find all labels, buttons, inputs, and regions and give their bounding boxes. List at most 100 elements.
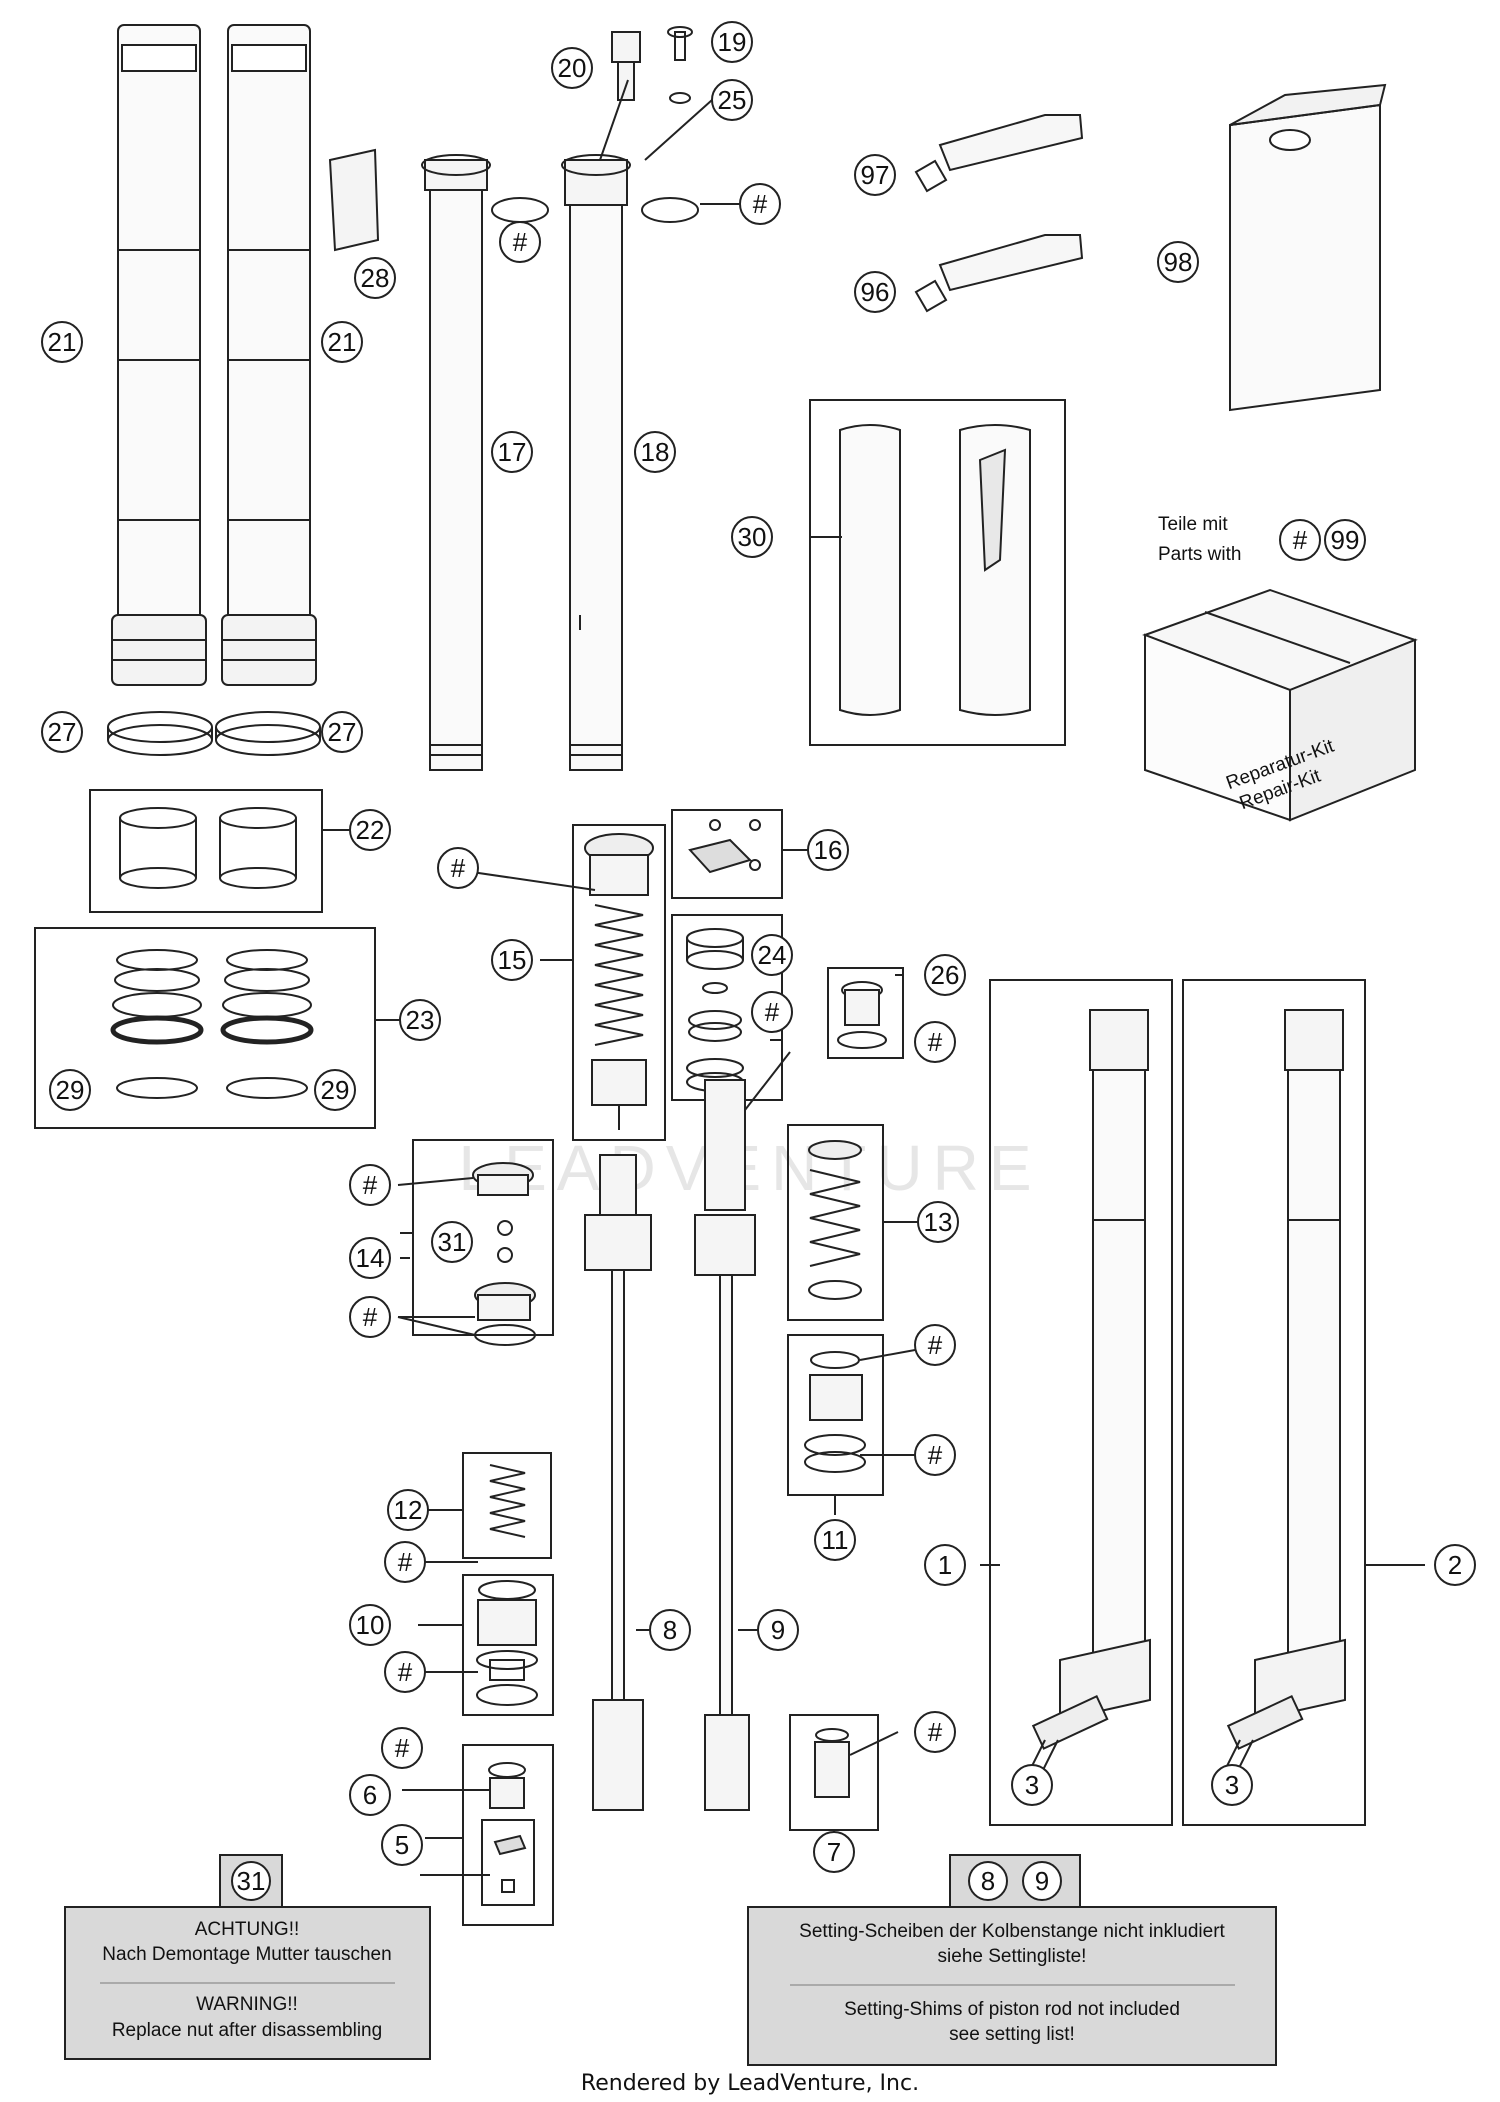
svg-text:#: # [363, 1170, 378, 1200]
kit-box-15 [572, 824, 666, 1141]
guide-ring-27-right [215, 711, 321, 756]
callout-hash-11-top: # [914, 1324, 956, 1366]
callout-97: 97 [854, 154, 896, 196]
damper-15 [584, 833, 654, 1130]
o-ring-17 [491, 197, 549, 223]
valve-26 [837, 981, 887, 1049]
oil-can-98 [1229, 83, 1387, 412]
callout-20: 20 [551, 47, 593, 89]
callout-29-right: 29 [314, 1069, 356, 1111]
callout-hash-15: # [437, 847, 479, 889]
note-left-de-title: ACHTUNG!! [195, 1919, 300, 1940]
callout-30: 30 [731, 516, 773, 558]
fork-leg-2 [1214, 1009, 1346, 1791]
svg-text:#: # [753, 189, 768, 219]
callout-22: 22 [349, 809, 391, 851]
nut-5 [493, 1834, 527, 1893]
callout-3-left: 3 [1011, 1764, 1053, 1806]
valve-10 [476, 1580, 538, 1706]
svg-text:11: 11 [822, 1525, 849, 1555]
seal-stack-23-left [110, 949, 204, 1099]
fork-protector-30 [839, 424, 1031, 716]
callout-1: 1 [924, 1544, 966, 1586]
callout-25: 25 [711, 79, 753, 121]
note-right: 8 9 Setting-Scheiben der Kolbenstange ni… [747, 1854, 1277, 2066]
svg-text:9: 9 [771, 1615, 785, 1645]
svg-text:21: 21 [328, 327, 357, 357]
svg-text:24: 24 [758, 940, 787, 970]
callout-12: 12 [387, 1489, 429, 1531]
svg-text:10: 10 [356, 1610, 385, 1640]
note-left-en-text: Replace nut after disassembling [112, 2020, 382, 2041]
svg-text:99: 99 [1331, 525, 1360, 555]
callout-98: 98 [1157, 241, 1199, 283]
valve-20 [611, 31, 641, 101]
svg-text:#: # [363, 1302, 378, 1332]
note-left: 31 ACHTUNG!! Nach Demontage Mutter tausc… [64, 1854, 431, 2060]
callout-14: 14 [349, 1237, 391, 1279]
kit-legend-line2: Parts with [1158, 544, 1241, 565]
repair-kit-box [1142, 588, 1418, 822]
kit-box-5 [481, 1819, 535, 1906]
spring-12 [489, 1464, 526, 1538]
callout-15: 15 [491, 939, 533, 981]
damping-rod-9 [694, 1079, 756, 1811]
svg-text:#: # [398, 1657, 413, 1687]
note-left-en-title: WARNING!! [196, 1994, 298, 2015]
bushing-22-right [219, 807, 297, 889]
kit-box-30 [809, 399, 1066, 746]
kit-legend-line1: Teile mit [1158, 514, 1228, 535]
callout-hash-24: # [751, 991, 793, 1033]
svg-text:29: 29 [56, 1075, 85, 1105]
svg-text:#: # [513, 227, 528, 257]
note-right-de-line1: Setting-Scheiben der Kolbenstange nicht … [799, 1921, 1225, 1942]
callout-hash-6: # [381, 1727, 423, 1769]
svg-text:27: 27 [48, 717, 77, 747]
washer-25 [669, 92, 691, 104]
callout-hash-26: # [914, 1021, 956, 1063]
spring-13 [808, 1140, 862, 1300]
callout-hash-legend: # [1279, 519, 1321, 561]
svg-text:30: 30 [738, 522, 767, 552]
o-ring-18 [641, 197, 699, 223]
seal-kit-24 [686, 928, 744, 1092]
callout-5: 5 [381, 1824, 423, 1866]
callout-21-right: 21 [321, 321, 363, 363]
callout-hash-7: # [914, 1711, 956, 1753]
svg-text:15: 15 [498, 945, 527, 975]
callout-18: 18 [634, 431, 676, 473]
footer-credit: Rendered by LeadVenture, Inc. [581, 2071, 919, 2096]
callout-hash-10-top: # [384, 1541, 426, 1583]
guide-ring-27-left [107, 711, 213, 756]
svg-text:2: 2 [1448, 1550, 1462, 1580]
svg-text:29: 29 [321, 1075, 350, 1105]
callout-2: 2 [1434, 1544, 1476, 1586]
kit-box-14 [412, 1139, 554, 1336]
callout-3-right: 3 [1211, 1764, 1253, 1806]
callout-26: 26 [924, 954, 966, 996]
callout-28: 28 [354, 257, 396, 299]
kit-box-16 [671, 809, 783, 899]
bushing-22-left [119, 807, 197, 889]
callout-hash-10-bottom: # [384, 1651, 426, 1693]
svg-text:20: 20 [558, 53, 587, 83]
svg-text:19: 19 [718, 27, 747, 57]
kit-box-22 [89, 789, 323, 913]
fork-leg-1 [1019, 1009, 1151, 1791]
kit-box-12b [462, 1452, 552, 1559]
cartridge-18 [561, 154, 631, 771]
kit-box-2 [1182, 979, 1366, 1826]
callout-7: 7 [813, 1831, 855, 1873]
callout-9: 9 [757, 1609, 799, 1651]
screw-19 [667, 26, 693, 61]
svg-text:96: 96 [861, 277, 890, 307]
watermark: LEADVENTURE [459, 1132, 1042, 1204]
callout-99: 99 [1324, 519, 1366, 561]
outer-tube-21-left [111, 24, 207, 686]
svg-text:8: 8 [663, 1615, 677, 1645]
note-right-en-line1: Setting-Shims of piston rod not included [844, 1999, 1180, 2020]
svg-text:3: 3 [1025, 1770, 1039, 1800]
grease-tube-96 [914, 234, 1084, 313]
callout-21-left: 21 [41, 321, 83, 363]
